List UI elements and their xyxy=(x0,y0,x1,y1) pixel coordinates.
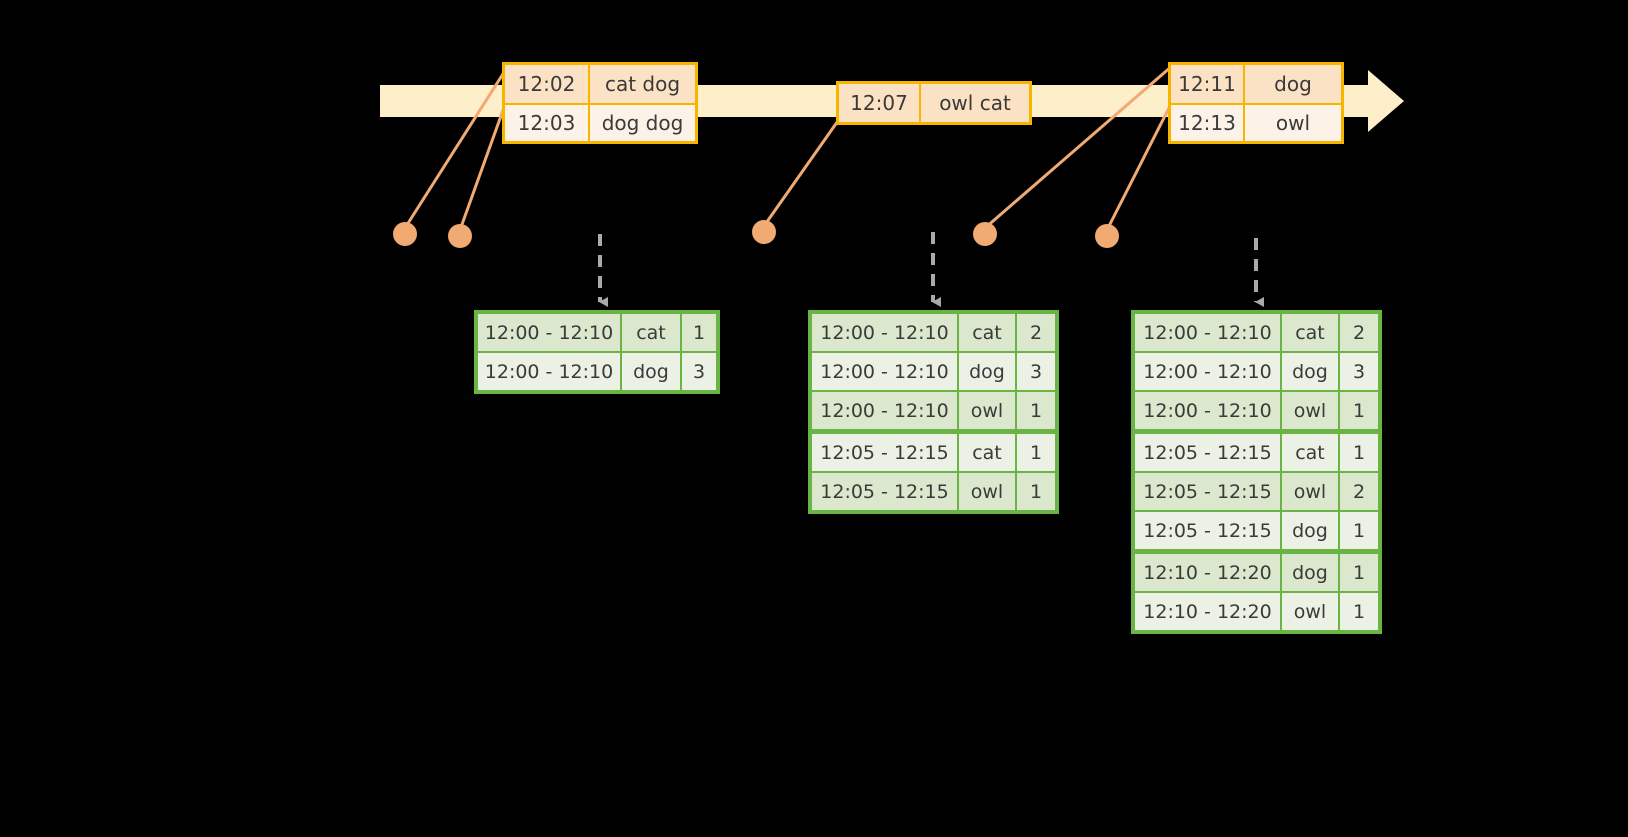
event-words: dog dog xyxy=(601,111,684,135)
event-time: 12:03 xyxy=(505,105,590,141)
count-cell: 3 xyxy=(1017,353,1055,390)
connector-line-5 xyxy=(1105,100,1174,232)
event-time: 12:02 xyxy=(505,65,590,103)
window-cell: 12:00 - 12:10 xyxy=(812,353,957,390)
key-cell: cat xyxy=(959,314,1015,351)
timeline-arrowhead-icon xyxy=(1368,70,1404,132)
connector-line-3 xyxy=(762,116,842,228)
event-words: owl cat xyxy=(939,91,1011,115)
event-words: dog xyxy=(1274,72,1312,96)
event-dot-1 xyxy=(393,222,417,246)
count-cell: 1 xyxy=(1340,593,1378,630)
window-cell: 12:05 - 12:15 xyxy=(812,473,957,510)
key-cell: owl xyxy=(1282,392,1338,429)
key-cell: cat xyxy=(1282,434,1338,471)
count-cell: 3 xyxy=(1340,353,1378,390)
event-row: 12:02 cat dog xyxy=(505,65,695,103)
window-cell: 12:00 - 12:10 xyxy=(812,314,957,351)
count-cell: 1 xyxy=(1340,554,1378,591)
key-cell: owl xyxy=(959,473,1015,510)
window-cell: 12:05 - 12:15 xyxy=(812,434,957,471)
count-cell: 1 xyxy=(1017,473,1055,510)
event-dot-3 xyxy=(752,220,776,244)
event-box-1[interactable]: 12:02 cat dog 12:03 dog dog xyxy=(502,62,698,144)
event-dot-2 xyxy=(448,224,472,248)
window-cell: 12:00 - 12:10 xyxy=(478,353,620,390)
window-cell: 12:00 - 12:10 xyxy=(1135,392,1280,429)
flow-arrows xyxy=(598,232,1264,307)
key-cell: cat xyxy=(1282,314,1338,351)
window-cell: 12:05 - 12:15 xyxy=(1135,512,1280,549)
key-cell: owl xyxy=(1282,593,1338,630)
event-words: cat dog xyxy=(604,72,681,96)
count-cell: 1 xyxy=(1340,512,1378,549)
event-box-2[interactable]: 12:07 owl cat xyxy=(836,81,1032,125)
key-cell: dog xyxy=(959,353,1015,390)
event-words: owl xyxy=(1275,111,1311,135)
key-cell: cat xyxy=(959,434,1015,471)
connector-line-2 xyxy=(458,100,508,232)
count-cell: 2 xyxy=(1340,314,1378,351)
count-cell: 3 xyxy=(682,353,716,390)
event-row: 12:03 dog dog xyxy=(505,103,695,141)
event-row: 12:07 owl cat xyxy=(839,84,1029,122)
event-dot-5 xyxy=(1095,224,1119,248)
event-row: 12:11 dog xyxy=(1171,65,1341,103)
window-cell: 12:05 - 12:15 xyxy=(1135,434,1280,471)
window-cell: 12:00 - 12:10 xyxy=(478,314,620,351)
count-cell: 1 xyxy=(1017,434,1055,471)
count-cell: 1 xyxy=(1340,434,1378,471)
window-cell: 12:10 - 12:20 xyxy=(1135,593,1280,630)
event-time: 12:13 xyxy=(1171,105,1245,141)
event-row: 12:13 owl xyxy=(1171,103,1341,141)
event-time: 12:11 xyxy=(1171,65,1245,103)
key-cell: owl xyxy=(1282,473,1338,510)
count-cell: 1 xyxy=(682,314,716,351)
count-cell: 1 xyxy=(1340,392,1378,429)
key-cell: dog xyxy=(1282,554,1338,591)
window-cell: 12:00 - 12:10 xyxy=(1135,353,1280,390)
count-cell: 1 xyxy=(1017,392,1055,429)
window-cell: 12:05 - 12:15 xyxy=(1135,473,1280,510)
event-time: 12:07 xyxy=(839,84,921,122)
key-cell: owl xyxy=(959,392,1015,429)
key-cell: cat xyxy=(622,314,680,351)
key-cell: dog xyxy=(1282,353,1338,390)
key-cell: dog xyxy=(1282,512,1338,549)
window-cell: 12:00 - 12:10 xyxy=(1135,314,1280,351)
window-cell: 12:00 - 12:10 xyxy=(812,392,957,429)
count-cell: 2 xyxy=(1340,473,1378,510)
key-cell: dog xyxy=(622,353,680,390)
window-cell: 12:10 - 12:20 xyxy=(1135,554,1280,591)
event-box-3[interactable]: 12:11 dog 12:13 owl xyxy=(1168,62,1344,144)
event-dot-4 xyxy=(973,222,997,246)
count-cell: 2 xyxy=(1017,314,1055,351)
